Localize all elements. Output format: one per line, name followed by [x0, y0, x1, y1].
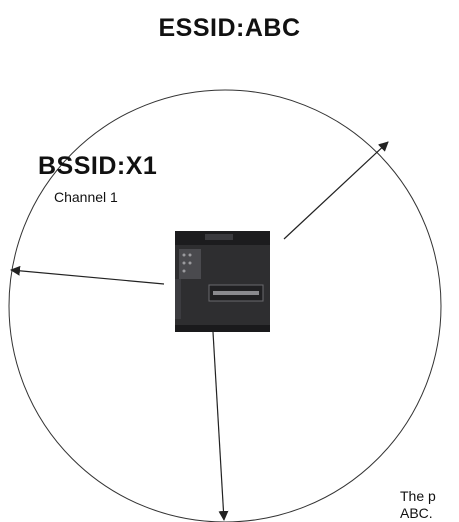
signal-arrow-down — [212, 331, 229, 521]
bssid-title: BSSID:X1 — [38, 152, 158, 180]
signal-arrow-upper-right — [283, 141, 389, 240]
caption-line-2: ABC. — [400, 505, 433, 521]
caption-text: The p ABC. — [400, 488, 459, 522]
essid-title: ESSID:ABC — [158, 14, 301, 42]
coverage-circle — [8, 89, 442, 522]
channel-label: Channel 1 — [54, 189, 118, 205]
caption-line-1: The p — [400, 488, 436, 504]
printer-icon — [175, 231, 270, 332]
signal-arrow-left — [10, 265, 165, 285]
